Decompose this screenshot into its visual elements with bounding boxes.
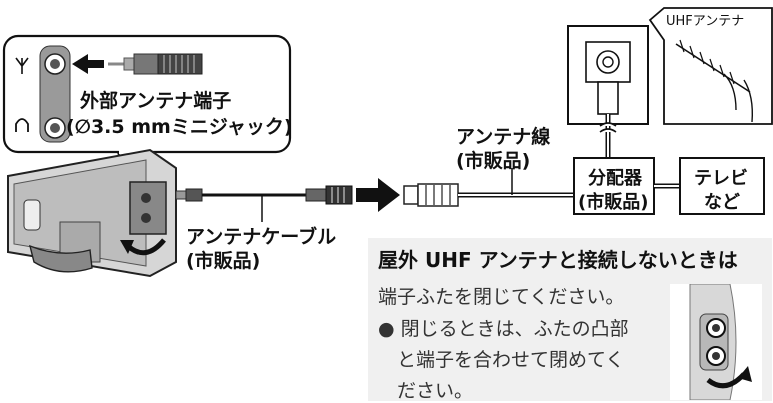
jack-label-line2: (∅3.5 mmミニジャック): [66, 116, 293, 138]
note-bullet-line2: と端子を合わせて閉めてく: [378, 349, 625, 371]
note-bullet-line3: ださい。: [378, 380, 474, 402]
terminal-cover-photo: [670, 284, 762, 400]
splitter-label-line1: 分配器: [588, 168, 642, 189]
antenna-line: [403, 168, 574, 207]
rotate-arrow-icon: [126, 238, 166, 256]
antenna-cable: [175, 185, 353, 222]
uhf-antenna-callout: [648, 7, 773, 125]
note-title: 屋外 UHF アンテナと接続しないときは: [378, 248, 738, 272]
tv-label-line2: など: [704, 192, 740, 213]
antenna-symbol-icon: [15, 57, 29, 74]
arrow-left-icon: [72, 54, 104, 74]
wall-outlet: [567, 25, 649, 158]
jack-label-line1: 外部アンテナ端子: [80, 90, 232, 112]
arrow-right-icon: [356, 178, 400, 212]
splitter-label-line2: (市販品): [578, 192, 649, 213]
cable-label-line1: アンテナケーブル: [186, 226, 337, 248]
splitter-box: [573, 157, 655, 215]
cable-label-line2: (市販品): [186, 250, 261, 272]
antenna-line-label-line2: (市販品): [456, 150, 531, 172]
jack-closeup-panel: [2, 34, 292, 204]
note-bullet: ● 閉じるときは、ふたの凸部 と端子を合わせて閉めてく ださい。: [378, 314, 629, 403]
note-body: 端子ふたを閉じてください。: [378, 286, 625, 308]
uhf-antenna-label: UHFアンテナ: [666, 14, 745, 29]
note-panel: 屋外 UHF アンテナと接続しないときは 端子ふたを閉じてください。 ● 閉じる…: [368, 238, 772, 403]
tablet-device: [7, 148, 177, 278]
tv-box: [679, 157, 765, 215]
headphone-symbol-icon: [15, 118, 29, 132]
antenna-line-label-line1: アンテナ線: [456, 126, 551, 148]
tv-label-line1: テレビ: [694, 168, 748, 189]
note-bullet-line1: ● 閉じるときは、ふたの凸部: [378, 318, 629, 340]
